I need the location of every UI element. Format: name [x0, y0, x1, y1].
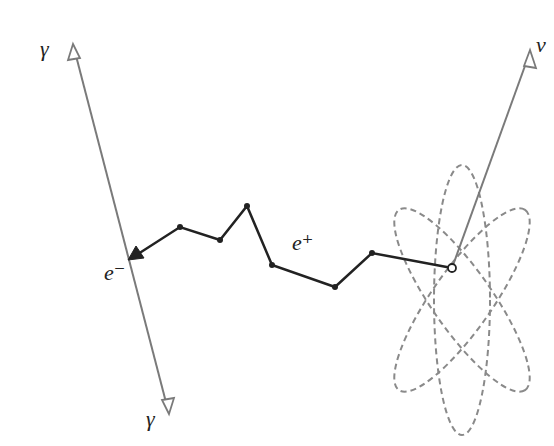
electron-label: e⁻: [104, 262, 125, 284]
photon-label: γ: [146, 408, 155, 430]
arrow-head: [162, 398, 174, 414]
orbit: [374, 193, 549, 408]
arrow-head: [68, 44, 80, 60]
dot: [369, 250, 375, 256]
neutrino-line: [452, 52, 530, 268]
gamma-line: [74, 48, 168, 410]
dot: [244, 203, 250, 209]
nucleus: [448, 264, 456, 272]
positron-label: e⁺: [292, 232, 313, 254]
atom-orbits: [374, 165, 549, 435]
scatter-dots: [177, 203, 375, 290]
orbit: [374, 193, 549, 408]
dot: [177, 224, 183, 230]
dot: [269, 262, 275, 268]
arrow-head: [524, 50, 536, 68]
arrow-head: [128, 246, 144, 260]
neutrino-label: ν: [536, 34, 546, 56]
dot: [332, 284, 338, 290]
photon-label: γ: [40, 38, 49, 60]
dot: [217, 237, 223, 243]
orbit: [434, 165, 490, 435]
positron-track: [138, 206, 452, 287]
